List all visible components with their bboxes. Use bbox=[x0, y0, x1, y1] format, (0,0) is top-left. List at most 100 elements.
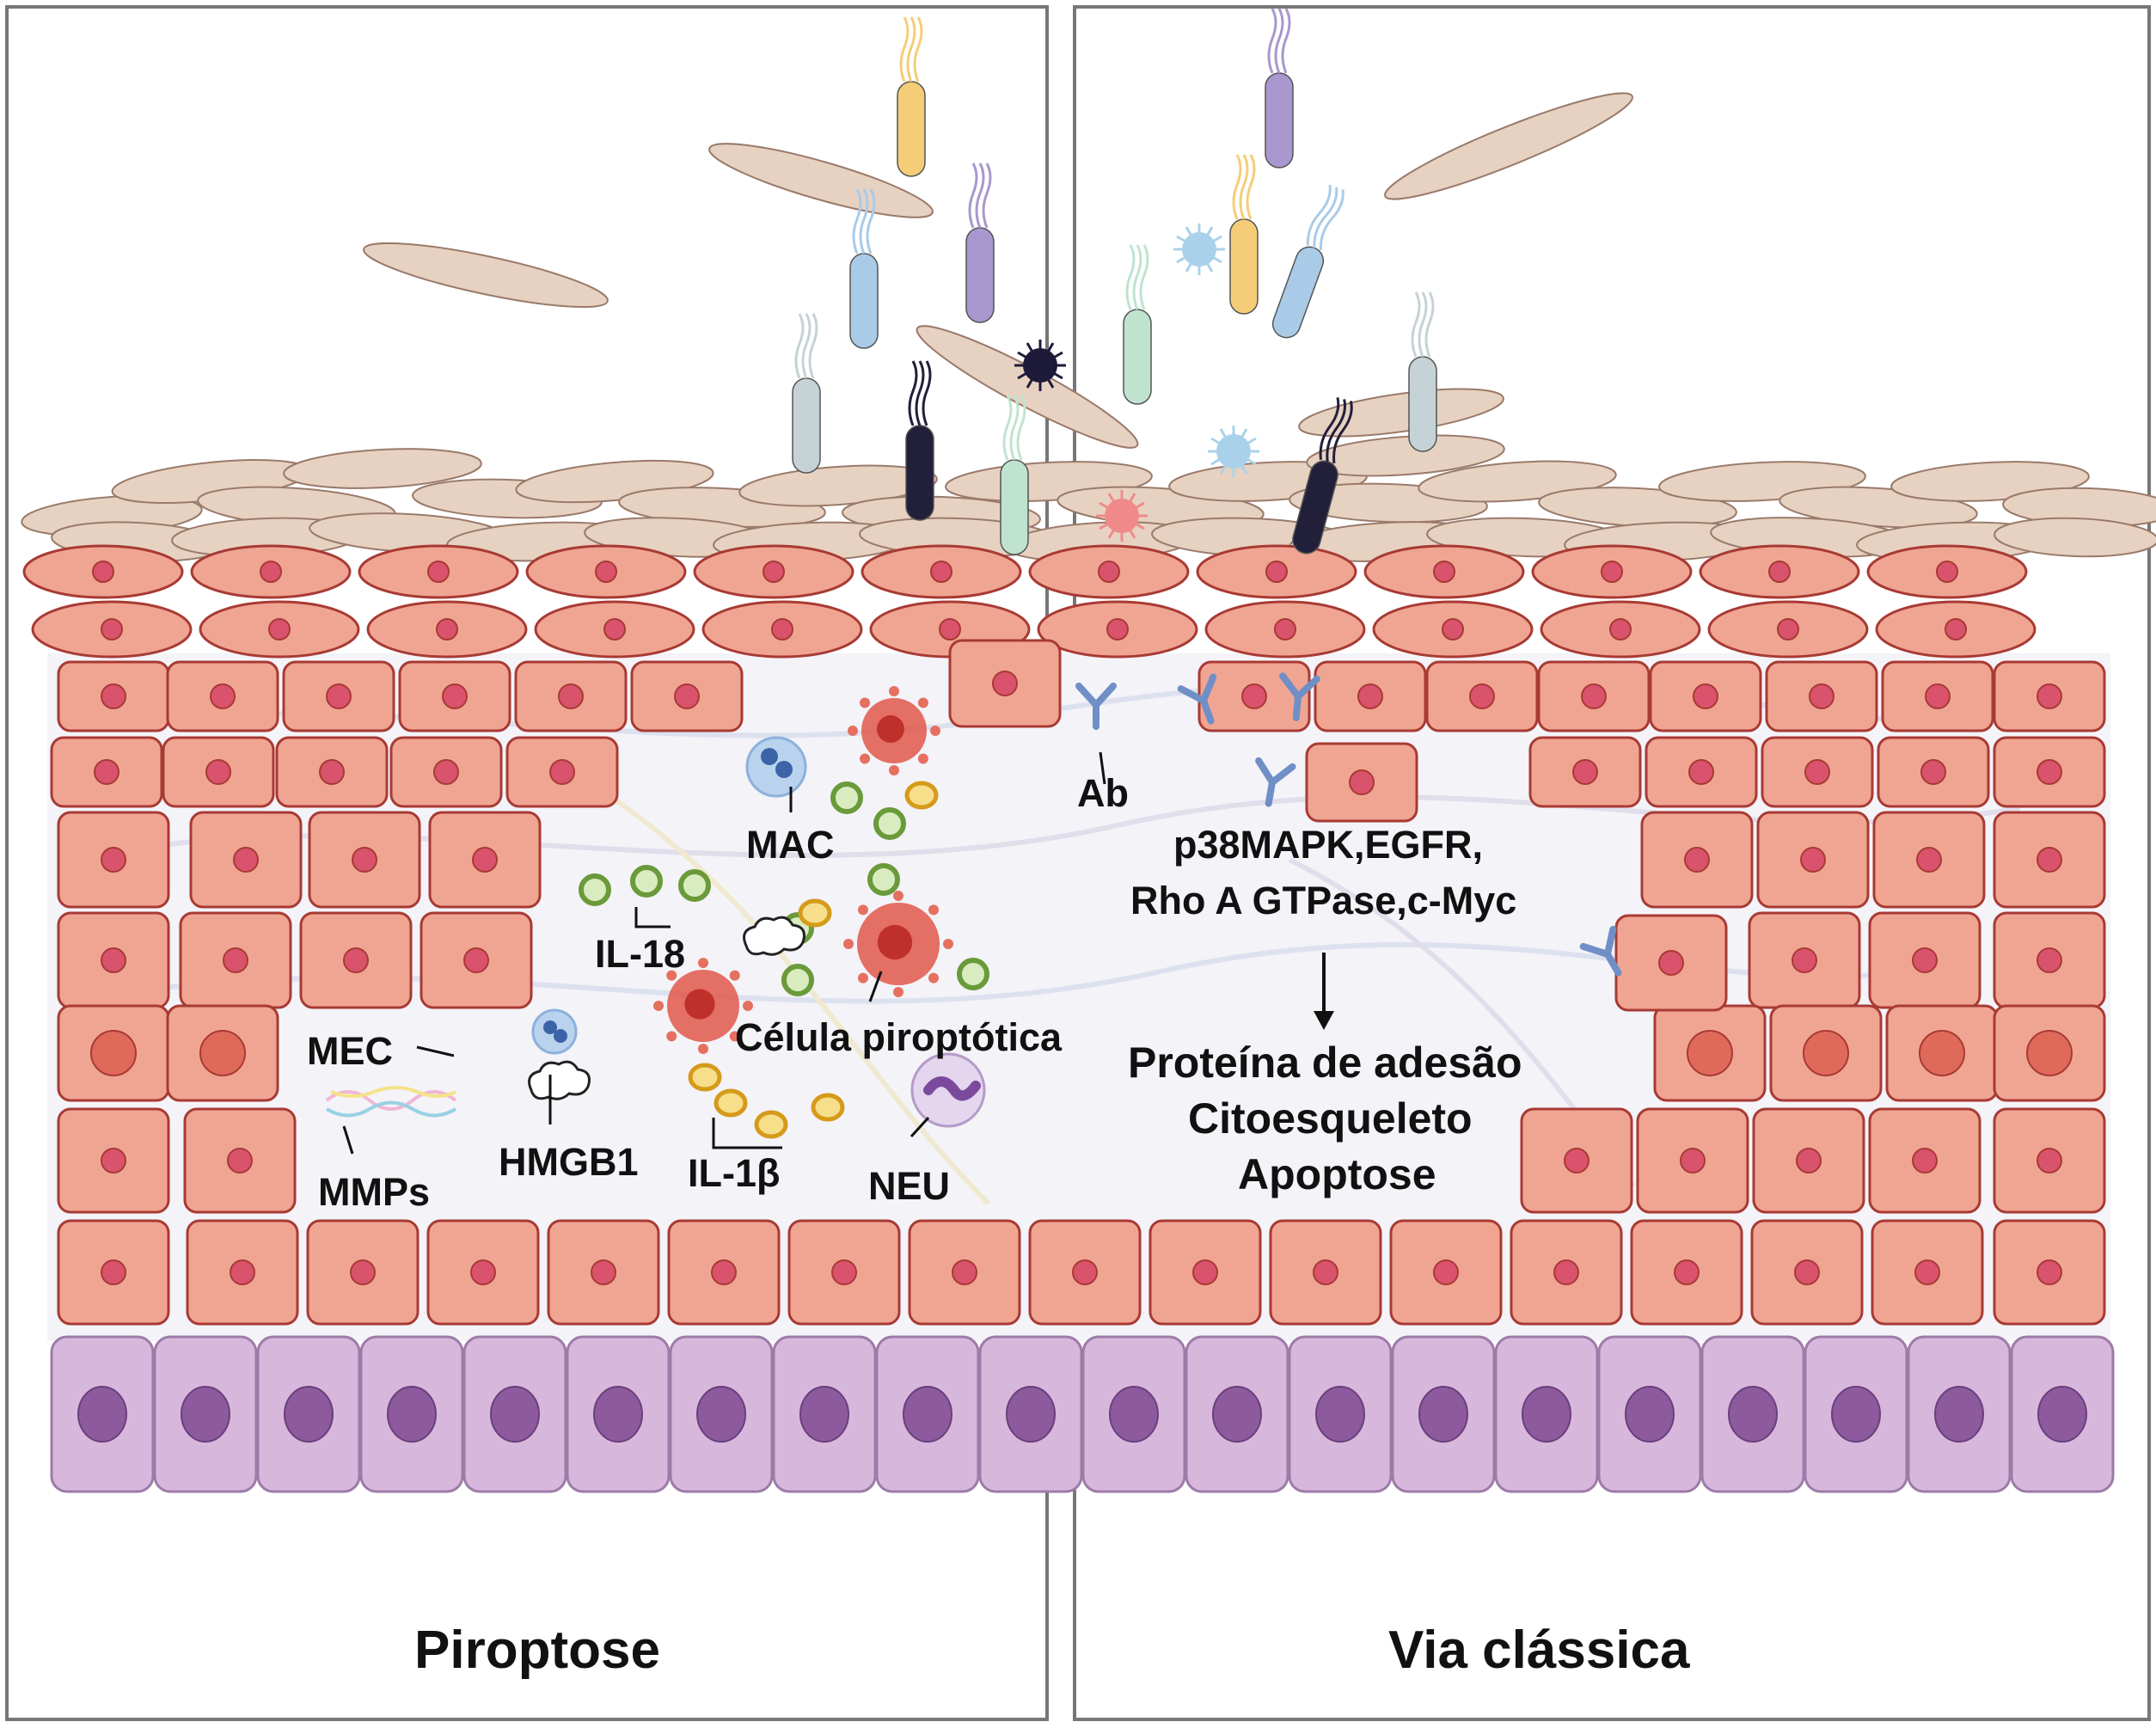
pyroptotic-fragment-2-315 bbox=[729, 970, 740, 981]
basal-nucleus-7 bbox=[799, 1386, 849, 1443]
corneocyte-35 bbox=[363, 242, 609, 309]
corneocyte-3 bbox=[283, 448, 482, 489]
keratinocyte-nucleus-33 bbox=[1581, 683, 1607, 709]
keratinocyte-nucleus-25 bbox=[210, 683, 236, 709]
antibody-3 bbox=[1579, 925, 1622, 977]
pyroptotic-fragment-0-135 bbox=[860, 753, 871, 764]
antibody-shape-3 bbox=[1579, 925, 1622, 977]
antibody-2 bbox=[1255, 757, 1296, 807]
pyroptotic-fragment-1-315 bbox=[928, 904, 940, 916]
flagellum-7-1 bbox=[1239, 154, 1249, 220]
spindle-nucleus-3 bbox=[595, 561, 617, 583]
il-18-particle-2 bbox=[678, 869, 711, 902]
spindle-nucleus-10 bbox=[1768, 561, 1791, 583]
keratinocyte-nucleus-84 bbox=[1072, 1259, 1098, 1285]
outcome-line-3: Apoptose bbox=[1238, 1150, 1436, 1198]
hmgb1-cloud-icon-2 bbox=[743, 916, 805, 956]
keratinocyte-nucleus-92 bbox=[2037, 1259, 2062, 1285]
bacterium-body-4 bbox=[905, 425, 934, 521]
corneocyte-layer bbox=[21, 92, 2156, 562]
spindle-nucleus-18 bbox=[1106, 618, 1129, 640]
keratinocyte-nucleus-60 bbox=[1792, 947, 1817, 973]
pyroptotic-fragment-0-180 bbox=[848, 726, 858, 736]
flagellum-9-2 bbox=[1139, 244, 1149, 310]
keratinocyte-nucleus-75 bbox=[2037, 1148, 2062, 1173]
bacterium-body-1 bbox=[849, 253, 879, 349]
flagellum-4-1 bbox=[915, 360, 925, 426]
keratinocyte-nucleus-65 bbox=[1687, 1030, 1733, 1076]
flagellum-10-0 bbox=[1411, 291, 1421, 358]
keratinocyte-nucleus-52 bbox=[1684, 847, 1710, 873]
keratinocyte-nucleus-64 bbox=[199, 1030, 246, 1076]
keratinocyte-nucleus-32 bbox=[1469, 683, 1495, 709]
flagellum-2-0 bbox=[968, 162, 978, 229]
keratinocyte-nucleus-88 bbox=[1553, 1259, 1579, 1285]
pyroptotic-fragment-1-180 bbox=[843, 939, 854, 949]
il-18-particle-3 bbox=[830, 781, 863, 814]
antibody-shape-2 bbox=[1255, 757, 1296, 807]
il-18-particle-8 bbox=[781, 964, 814, 996]
keratinocyte-nucleus-40 bbox=[319, 759, 345, 785]
leader-lines bbox=[342, 751, 1106, 1155]
flagellum-1-2 bbox=[866, 188, 876, 254]
corneocyte-38 bbox=[1298, 388, 1504, 438]
pyroptotic-fragment-0-270 bbox=[889, 686, 899, 696]
flagellum-4-2 bbox=[922, 360, 932, 426]
pyroptotic-fragment-0-45 bbox=[917, 753, 928, 764]
flagellum-5-0 bbox=[1002, 395, 1013, 461]
keratinocyte-layers bbox=[22, 544, 2106, 1326]
keratinocyte-nucleus-76 bbox=[101, 1259, 126, 1285]
bacterium-3 bbox=[792, 313, 821, 474]
flagellum-3-1 bbox=[801, 313, 812, 379]
keratinocyte-nucleus-56 bbox=[101, 947, 126, 973]
bacterium-8 bbox=[1271, 184, 1344, 339]
keratinocyte-nucleus-81 bbox=[711, 1259, 737, 1285]
keratinocyte-nucleus-72 bbox=[1680, 1148, 1706, 1173]
corneocyte-39 bbox=[1306, 434, 1505, 477]
bacterium-9 bbox=[1123, 244, 1152, 405]
keratinocyte-nucleus-30 bbox=[1241, 683, 1267, 709]
pyroptotic-nucleus-0 bbox=[877, 715, 904, 743]
bacterium-5 bbox=[1000, 395, 1029, 555]
flagellum-0-0 bbox=[899, 16, 910, 83]
flagellum-6-0 bbox=[1267, 8, 1277, 74]
mac-label: MAC bbox=[746, 823, 834, 867]
bacterium-body-9 bbox=[1123, 309, 1152, 405]
macrophage bbox=[745, 736, 807, 798]
flagellum-10-1 bbox=[1418, 291, 1428, 358]
flagellum-2-1 bbox=[975, 162, 985, 229]
keratinocyte-nucleus-54 bbox=[1916, 847, 1942, 873]
spindle-nucleus-4 bbox=[763, 561, 785, 583]
keratinocyte-nucleus-50 bbox=[352, 847, 377, 873]
pyroptotic-nucleus-2 bbox=[684, 989, 715, 1020]
keratinocyte-nucleus-48 bbox=[101, 847, 126, 873]
flagellum-1-0 bbox=[852, 188, 862, 254]
keratinocyte-nucleus-63 bbox=[90, 1030, 137, 1076]
flagellum-4-0 bbox=[908, 360, 918, 426]
basal-nucleus-19 bbox=[2037, 1386, 2087, 1443]
spindle-nucleus-1 bbox=[260, 561, 282, 583]
antibody-1 bbox=[1177, 673, 1217, 725]
il-1b-particle-0 bbox=[904, 781, 939, 810]
pyroptotic-cell-label: Célula piroptótica bbox=[735, 1015, 1063, 1059]
flagellum-8-0 bbox=[1306, 184, 1332, 246]
flagellum-7-0 bbox=[1232, 154, 1242, 220]
bacteria-group bbox=[792, 8, 1437, 555]
bacterium-2 bbox=[965, 162, 995, 323]
bacterium-body-6 bbox=[1265, 72, 1294, 169]
pyroptotic-fragment-0-225 bbox=[860, 697, 871, 708]
keratinocyte-nucleus-66 bbox=[1803, 1030, 1849, 1076]
keratinocyte-nucleus-80 bbox=[591, 1259, 616, 1285]
spindle-nucleus-7 bbox=[1265, 561, 1288, 583]
keratinocyte-nucleus-86 bbox=[1313, 1259, 1338, 1285]
keratinocyte-nucleus-28 bbox=[558, 683, 584, 709]
basal-nucleus-13 bbox=[1418, 1386, 1468, 1443]
coccus-2 bbox=[1208, 426, 1259, 477]
bacterium-6 bbox=[1265, 8, 1294, 169]
flagellum-3-2 bbox=[808, 313, 818, 379]
spindle-nucleus-21 bbox=[1609, 618, 1632, 640]
il-18-particle-1 bbox=[630, 865, 663, 898]
coccus-body-0 bbox=[1023, 348, 1057, 383]
spindle-nucleus-8 bbox=[1433, 561, 1455, 583]
antibody-4 bbox=[1278, 672, 1320, 721]
